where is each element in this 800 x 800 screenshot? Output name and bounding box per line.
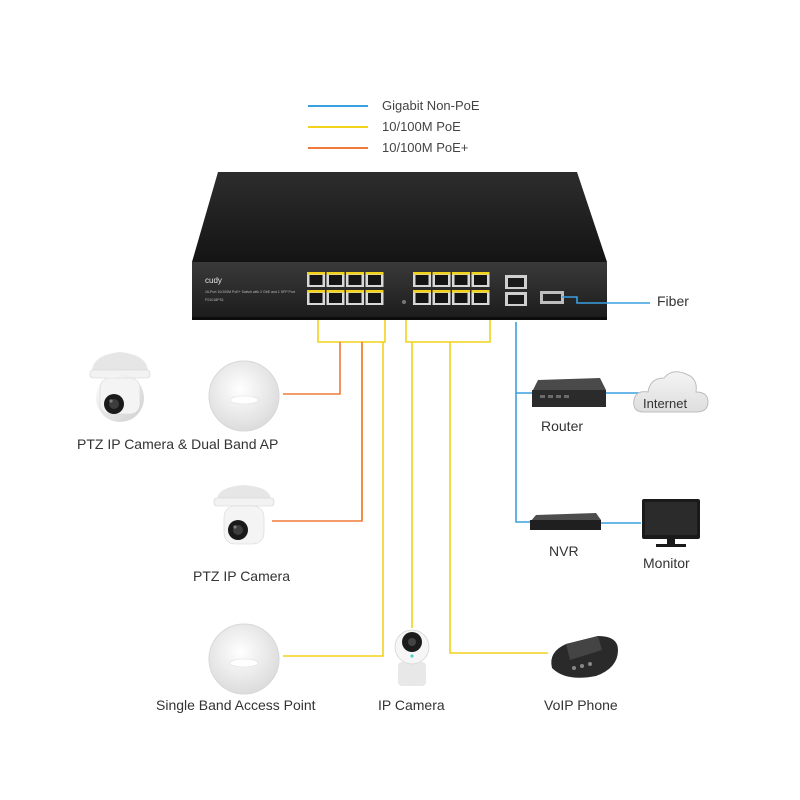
gigabit-link-router	[515, 322, 533, 394]
ptz-camera-label: PTZ IP Camera	[193, 568, 290, 584]
gigabit-uplink-ports	[505, 275, 527, 306]
fiber-link	[562, 296, 650, 304]
legend-label-poe-plus: 10/100M PoE+	[382, 140, 469, 155]
poe-port	[346, 290, 364, 305]
connections	[272, 296, 650, 657]
internet-cloud-icon	[633, 371, 709, 413]
poe-bus-left	[317, 320, 386, 343]
legend	[308, 105, 368, 149]
monitor-label: Monitor	[643, 555, 690, 571]
ptz-camera-icon-2	[213, 485, 275, 545]
poe-port-group-1	[307, 272, 384, 305]
poe-port	[452, 290, 470, 305]
poe-port	[452, 272, 470, 287]
poe-port	[326, 290, 345, 305]
router-label: Router	[541, 418, 584, 434]
poe-port	[432, 290, 451, 305]
poe-port	[432, 272, 451, 287]
poe-port	[307, 272, 325, 287]
switch-front	[192, 262, 607, 318]
internet-label: Internet	[643, 396, 688, 411]
ip-camera-icon	[394, 629, 430, 686]
single-band-ap-label: Single Band Access Point	[156, 697, 316, 713]
poe-port	[365, 272, 384, 287]
legend-label-poe: 10/100M PoE	[382, 119, 461, 134]
voip-phone-icon	[551, 636, 618, 678]
sfp-port	[540, 291, 564, 304]
switch-brand: cudy	[205, 276, 222, 285]
switch-top	[192, 172, 607, 262]
poe-plus-link-ap	[283, 342, 341, 395]
gigabit-link-nvr	[515, 393, 530, 523]
fiber-label: Fiber	[657, 293, 689, 309]
poe-port	[471, 290, 490, 305]
poe-bus-right	[405, 320, 491, 343]
switch-model-code: FS1018PS1	[205, 298, 224, 302]
ip-camera-label: IP Camera	[378, 697, 445, 713]
monitor-icon	[642, 499, 700, 547]
poe-port-group-2	[413, 272, 490, 305]
poe-switch: cudy 16-Port 10/100M PoE+ Switch with 2 …	[192, 172, 607, 320]
router-icon	[532, 378, 606, 407]
switch-model-text: 16-Port 10/100M PoE+ Switch with 2 GbE a…	[205, 290, 295, 294]
poe-port	[471, 272, 490, 287]
nvr-icon	[530, 513, 601, 530]
poe-plus-link-ptz	[272, 342, 363, 522]
legend-label-gigabit: Gigabit Non-PoE	[382, 98, 480, 113]
voip-phone-label: VoIP Phone	[544, 697, 618, 713]
poe-port	[365, 290, 384, 305]
nvr-label: NVR	[549, 543, 579, 559]
ptz-camera-icon	[89, 352, 151, 422]
poe-port	[413, 290, 431, 305]
ptz-ap-label: PTZ IP Camera & Dual Band AP	[77, 436, 279, 452]
poe-port	[413, 272, 431, 287]
poe-port	[346, 272, 364, 287]
poe-link-single-ap	[283, 342, 384, 657]
poe-port	[307, 290, 325, 305]
single-band-ap-icon	[208, 623, 280, 695]
poe-port	[326, 272, 345, 287]
access-point-icon	[208, 360, 280, 432]
poe-link-voip	[449, 342, 548, 654]
